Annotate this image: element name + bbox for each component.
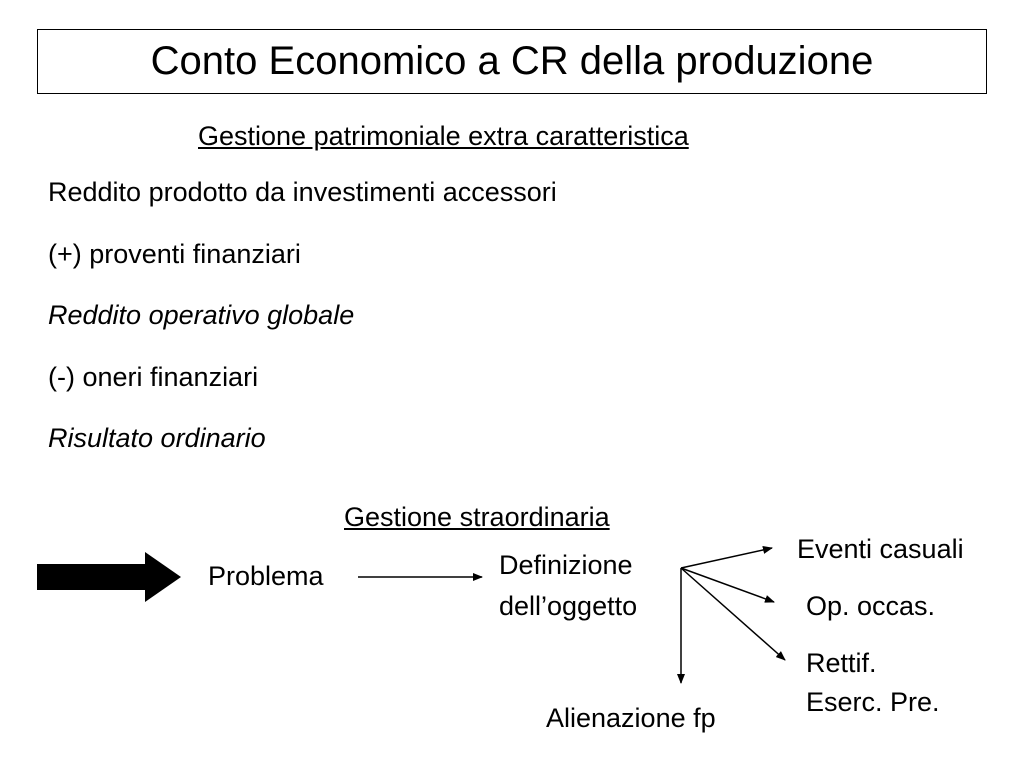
- node-definizione-line2: dell’oggetto: [499, 591, 638, 621]
- arrow-to-rettif: [680, 567, 786, 661]
- arrow-to-eventi-casuali: [680, 546, 773, 569]
- arrow-to-op-occas: [680, 567, 775, 603]
- slide-title: Conto Economico a CR della produzione: [37, 29, 987, 94]
- line-oneri-finanziari: (-) oneri finanziari: [48, 362, 259, 392]
- heading-gestione-extra: Gestione patrimoniale extra caratteristi…: [198, 121, 689, 151]
- line-reddito-prodotto: Reddito prodotto da investimenti accesso…: [48, 177, 557, 207]
- node-op-occas: Op. occas.: [806, 591, 936, 621]
- heading-gestione-straordinaria: Gestione straordinaria: [344, 502, 610, 532]
- node-eventi-casuali: Eventi casuali: [797, 534, 964, 564]
- node-rettif-line2: Eserc. Pre.: [806, 687, 940, 717]
- line-risultato-ordinario: Risultato ordinario: [48, 423, 266, 453]
- line-reddito-operativo-globale: Reddito operativo globale: [48, 300, 355, 330]
- node-definizione-line1: Definizione: [499, 550, 633, 580]
- node-problema: Problema: [208, 561, 324, 591]
- node-rettif-line1: Rettif.: [806, 648, 877, 678]
- block-arrow-icon: [37, 552, 181, 602]
- slide-title-text: Conto Economico a CR della produzione: [150, 39, 874, 83]
- node-alienazione-fp: Alienazione fp: [546, 703, 716, 733]
- line-proventi-finanziari: (+) proventi finanziari: [48, 239, 301, 269]
